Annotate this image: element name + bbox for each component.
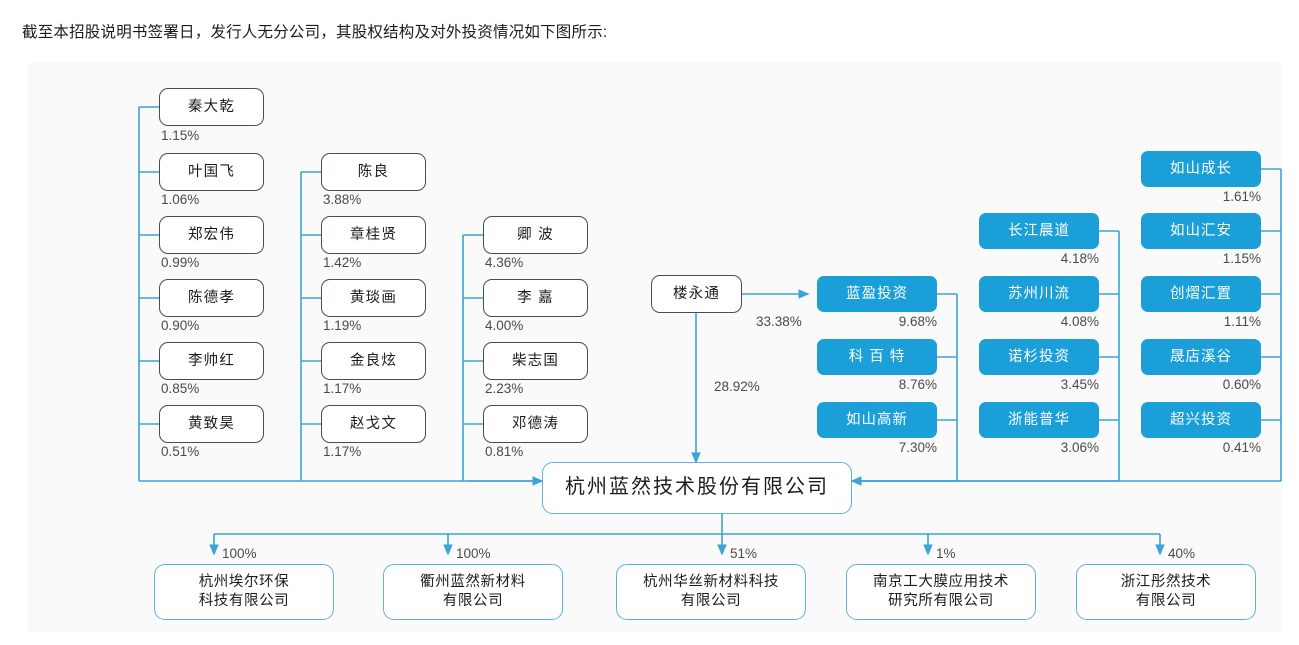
controller-node[interactable]: 楼永通	[651, 275, 742, 313]
shareholder-node[interactable]: 章桂贤	[321, 216, 426, 254]
institution-pct: 7.30%	[898, 440, 937, 455]
shareholder-pct: 0.85%	[161, 381, 200, 396]
subsidiary-pct: 1%	[936, 546, 956, 561]
shareholder-node[interactable]: 郑宏伟	[159, 216, 264, 254]
subsidiary-node[interactable]: 杭州华丝新材料科技 有限公司	[616, 564, 806, 620]
intro-paragraph: 截至本招股说明书签署日，发行人无分公司，其股权结构及对外投资情况如下图所示:	[22, 24, 608, 41]
shareholder-pct: 0.51%	[161, 444, 200, 459]
institution-pct: 9.68%	[898, 314, 937, 329]
subsidiary-node[interactable]: 浙江彤然技术 有限公司	[1076, 564, 1256, 620]
institution-pct: 4.08%	[1060, 314, 1099, 329]
institution-node[interactable]: 晟店溪谷	[1141, 339, 1261, 375]
institution-node[interactable]: 如山汇安	[1141, 213, 1261, 249]
subsidiary-pct: 100%	[222, 546, 257, 561]
shareholder-node[interactable]: 赵戈文	[321, 405, 426, 443]
institution-pct: 3.06%	[1060, 440, 1099, 455]
institution-node[interactable]: 苏州川流	[979, 276, 1099, 312]
shareholder-pct: 1.42%	[323, 255, 362, 270]
institution-node[interactable]: 长江晨道	[979, 213, 1099, 249]
institution-pct: 0.41%	[1222, 440, 1261, 455]
shareholder-pct: 0.99%	[161, 255, 200, 270]
controller-via-pct: 33.38%	[756, 314, 802, 329]
shareholder-node[interactable]: 黄致昊	[159, 405, 264, 443]
main-company-node[interactable]: 杭州蓝然技术股份有限公司	[542, 462, 852, 514]
subsidiary-pct: 100%	[456, 546, 491, 561]
shareholder-pct: 3.88%	[323, 192, 362, 207]
institution-node[interactable]: 浙能普华	[979, 402, 1099, 438]
shareholder-pct: 1.17%	[323, 444, 362, 459]
institution-node[interactable]: 创熠汇置	[1141, 276, 1261, 312]
subsidiary-pct: 40%	[1168, 546, 1196, 561]
controller-direct-pct: 28.92%	[714, 379, 760, 394]
shareholder-pct: 1.17%	[323, 381, 362, 396]
institution-pct: 3.45%	[1060, 377, 1099, 392]
shareholder-pct: 4.36%	[485, 255, 524, 270]
subsidiary-node[interactable]: 南京工大膜应用技术 研究所有限公司	[846, 564, 1036, 620]
institution-pct: 4.18%	[1060, 251, 1099, 266]
institution-node[interactable]: 蓝盈投资	[817, 276, 937, 312]
institution-pct: 0.60%	[1222, 377, 1261, 392]
institution-node[interactable]: 诺杉投资	[979, 339, 1099, 375]
institution-node[interactable]: 超兴投资	[1141, 402, 1261, 438]
institution-pct: 1.11%	[1223, 314, 1261, 329]
institution-node[interactable]: 如山成长	[1141, 151, 1261, 187]
shareholder-node[interactable]: 卿 波	[483, 216, 588, 254]
shareholder-pct: 2.23%	[485, 381, 524, 396]
shareholder-pct: 1.06%	[161, 192, 200, 207]
shareholder-node[interactable]: 李 嘉	[483, 279, 588, 317]
subsidiary-node[interactable]: 杭州埃尔环保 科技有限公司	[154, 564, 334, 620]
shareholder-pct: 4.00%	[485, 318, 524, 333]
shareholder-node[interactable]: 陈良	[321, 153, 426, 191]
institution-node[interactable]: 如山高新	[817, 402, 937, 438]
shareholder-node[interactable]: 金良炫	[321, 342, 426, 380]
institution-pct: 1.15%	[1222, 251, 1261, 266]
shareholder-node[interactable]: 李帅红	[159, 342, 264, 380]
institution-pct: 1.61%	[1222, 189, 1261, 204]
institution-node[interactable]: 科 百 特	[817, 339, 937, 375]
institution-pct: 8.76%	[898, 377, 937, 392]
shareholder-node[interactable]: 黄琰画	[321, 279, 426, 317]
shareholder-pct: 1.19%	[323, 318, 362, 333]
diagram-canvas: 秦大乾 1.15% 叶国飞 1.06% 郑宏伟 0.99% 陈德孝 0.90% …	[28, 62, 1283, 632]
shareholder-node[interactable]: 柴志国	[483, 342, 588, 380]
shareholder-node[interactable]: 叶国飞	[159, 153, 264, 191]
shareholder-pct: 0.90%	[161, 318, 200, 333]
shareholder-pct: 1.15%	[161, 128, 200, 143]
subsidiary-node[interactable]: 衢州蓝然新材料 有限公司	[383, 564, 563, 620]
shareholder-pct: 0.81%	[485, 444, 524, 459]
shareholder-node[interactable]: 陈德孝	[159, 279, 264, 317]
shareholder-node[interactable]: 邓德涛	[483, 405, 588, 443]
subsidiary-pct: 51%	[730, 546, 758, 561]
shareholder-node[interactable]: 秦大乾	[159, 88, 264, 126]
